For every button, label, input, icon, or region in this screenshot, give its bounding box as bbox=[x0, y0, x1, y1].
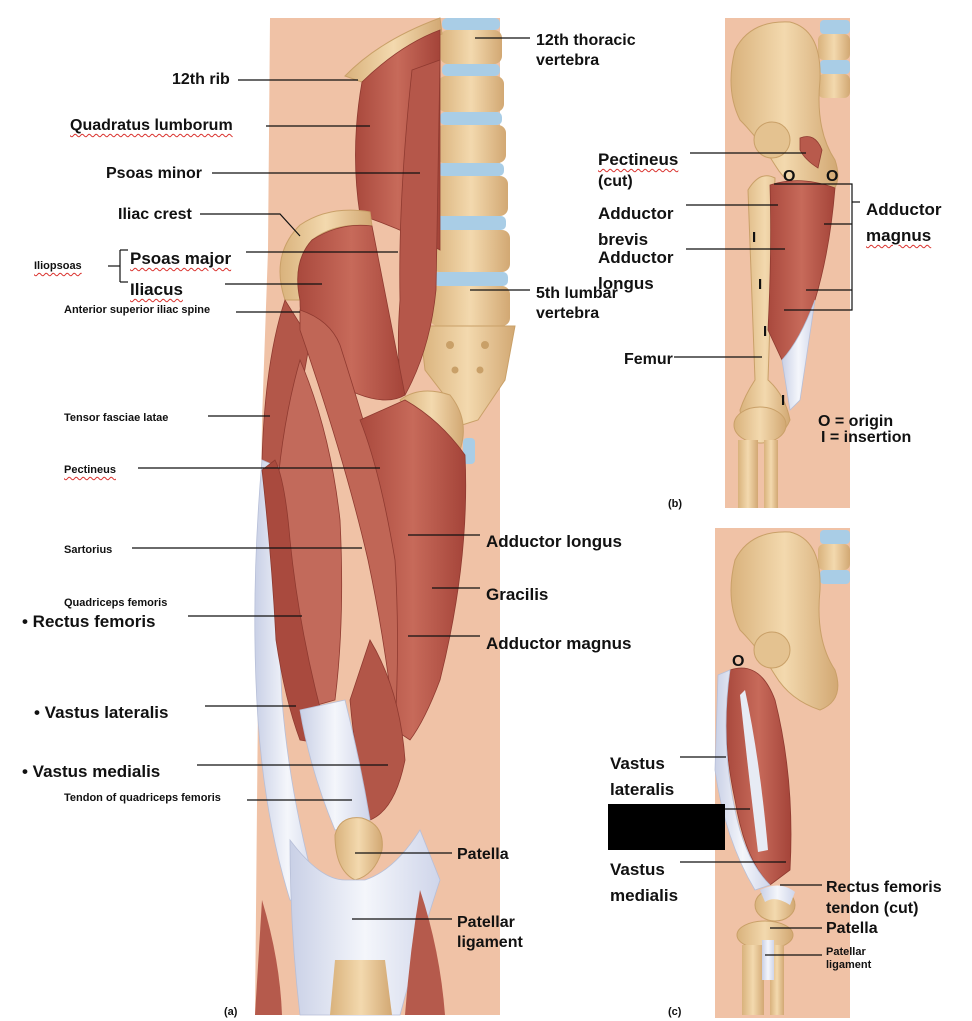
hip-bone-c bbox=[730, 531, 839, 711]
patella-a bbox=[334, 817, 383, 881]
label-psoas-minor: Psoas minor bbox=[106, 165, 203, 182]
patellar-ligament-a bbox=[289, 829, 441, 1016]
label-pectineus-cut-line1: Pectineus bbox=[598, 150, 679, 169]
panel-label-b: (b) bbox=[668, 498, 683, 510]
label-patellar-ligament-c-line1: Patellar bbox=[826, 946, 866, 958]
label-adductor-brevis-line2: brevis bbox=[598, 230, 649, 249]
label-adductor-magnus-b-line2: magnus bbox=[866, 226, 932, 245]
label-vastus-medialis-c-line1: Vastus bbox=[610, 860, 665, 879]
panel-b-illustration bbox=[725, 18, 850, 508]
label-vastus-medialis-c-line2: medialis bbox=[610, 886, 679, 905]
label-quadratus-lumborum: Quadratus lumborum bbox=[70, 117, 233, 134]
label-patella-a: Patella bbox=[457, 846, 509, 863]
label-femur: Femur bbox=[624, 351, 673, 368]
panel-c-illustration bbox=[714, 528, 850, 1018]
insertion-mark-b-2: I bbox=[758, 276, 763, 293]
label-sartorius: Sartorius bbox=[64, 544, 113, 556]
label-asis: Anterior superior iliac spine bbox=[64, 304, 211, 316]
label-adductor-magnus-b-line1: Adductor bbox=[866, 200, 942, 219]
label-tensor-fasciae-latae: Tensor fasciae latae bbox=[64, 412, 169, 424]
panel-a-leader-lines bbox=[108, 37, 530, 920]
label-gracilis: Gracilis bbox=[486, 585, 549, 604]
label-adductor-magnus-a: Adductor magnus bbox=[486, 634, 632, 653]
label-patellar-ligament-c-line2: ligament bbox=[826, 959, 872, 971]
muscle-psoas bbox=[397, 59, 441, 396]
label-rectus-tendon-line2: tendon (cut) bbox=[826, 900, 919, 917]
label-12th-rib: 12th rib bbox=[172, 71, 230, 88]
origin-mark-b-2: O bbox=[826, 168, 839, 185]
label-adductor-longus-b-line2: longus bbox=[598, 274, 654, 293]
label-iliacus: Iliacus bbox=[130, 280, 183, 299]
label-adductor-longus-a-text: Adductor longus bbox=[486, 532, 622, 551]
label-quadriceps-femoris: Quadriceps femoris bbox=[64, 597, 168, 609]
label-vastus-medialis-a: • Vastus medialis bbox=[22, 762, 161, 781]
label-rectus-femoris: • Rectus femoris bbox=[22, 612, 156, 631]
label-adductor-brevis-line1: Adductor bbox=[598, 204, 674, 223]
panel-c-leader-lines bbox=[680, 756, 822, 956]
spine bbox=[419, 18, 516, 426]
label-12th-thoracic-line1: 12th thoracic bbox=[536, 32, 636, 49]
panel-label-c: (c) bbox=[668, 1006, 682, 1018]
label-patellar-ligament-a-line1: Patellar bbox=[457, 914, 515, 931]
insertion-mark-b-3: I bbox=[763, 323, 768, 340]
label-patellar-ligament-a-line2: ligament bbox=[457, 934, 523, 951]
insertion-mark-b-1: I bbox=[752, 229, 757, 246]
label-rectus-tendon-line1: Rectus femoris bbox=[826, 879, 942, 896]
label-5th-lumbar-line2: vertebra bbox=[536, 305, 600, 322]
muscle-adductors bbox=[359, 399, 467, 741]
redaction-box bbox=[608, 804, 725, 850]
label-iliac-crest: Iliac crest bbox=[118, 206, 192, 223]
label-5th-lumbar-line1: 5th lumbar bbox=[536, 285, 618, 302]
panel-a-illustration bbox=[254, 17, 516, 1016]
origin-mark-c: O bbox=[732, 653, 745, 670]
label-pectineus-cut-line2: (cut) bbox=[598, 173, 633, 190]
label-12th-thoracic-line2: vertebra bbox=[536, 52, 600, 69]
origin-mark-b-1: O bbox=[783, 168, 796, 185]
legend-insertion: I = insertion bbox=[821, 429, 912, 446]
label-vastus-lateralis-c-line2: lateralis bbox=[610, 780, 675, 799]
legend-origin: O = origin bbox=[818, 413, 894, 430]
label-tendon-quadriceps: Tendon of quadriceps femoris bbox=[64, 792, 221, 804]
label-pectineus-a: Pectineus bbox=[64, 464, 116, 476]
label-psoas-major: Psoas major bbox=[130, 249, 232, 268]
label-adductor-longus-a: Adductor longus bbox=[486, 532, 622, 552]
panel-b-leader-lines bbox=[674, 152, 860, 358]
label-vastus-lateralis-a: • Vastus lateralis bbox=[34, 703, 169, 722]
insertion-mark-b-4: I bbox=[781, 392, 786, 409]
label-iliopsoas: Iliopsoas bbox=[34, 260, 82, 272]
label-vastus-lateralis-c-line1: Vastus bbox=[610, 754, 665, 773]
label-adductor-longus-b-line1: Adductor bbox=[598, 248, 674, 267]
panel-label-a: (a) bbox=[224, 1006, 238, 1018]
label-patella-c: Patella bbox=[826, 920, 878, 937]
